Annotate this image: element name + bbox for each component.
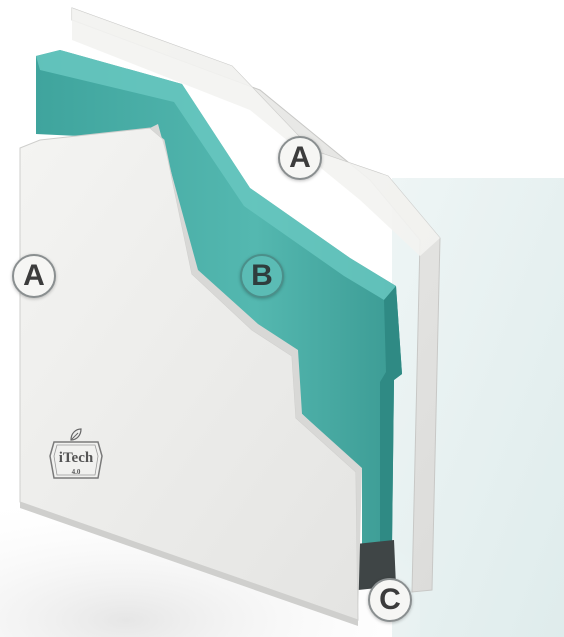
- label-c-base-layer: C: [368, 578, 412, 622]
- leaf-icon: [69, 428, 83, 442]
- logo-wordmark: iTech: [48, 450, 104, 467]
- logo-version: 4.0: [48, 468, 104, 476]
- itech-logo: iTech 4.0: [48, 428, 104, 484]
- label-b-insulation: B: [240, 254, 284, 298]
- label-a-back-board: A: [278, 136, 322, 180]
- label-a-front-board: A: [12, 254, 56, 298]
